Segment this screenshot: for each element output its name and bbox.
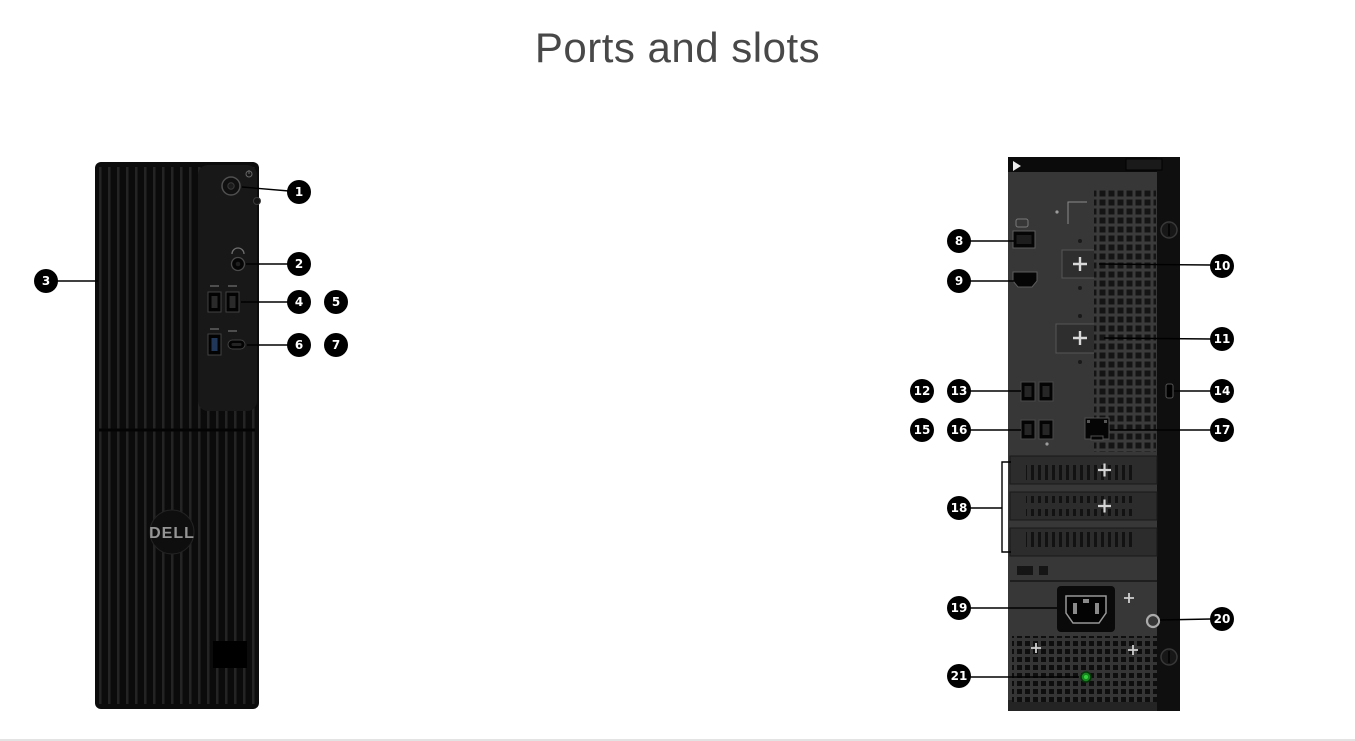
plate-screw-cross [1073,257,1087,271]
callout-14: 14 [1210,379,1234,403]
callout-16: 16 [947,418,971,442]
dell-logo-circle [149,509,195,555]
padlock-ring-icon [1145,613,1161,629]
plate-screw-cross [1073,331,1087,345]
callout-12: 12 [910,379,934,403]
callout-5: 5 [324,290,348,314]
callout-9: 9 [947,269,971,293]
callout-13: 13 [947,379,971,403]
psu-vent-mesh [1012,636,1157,702]
hdmi-port-icon [1012,271,1038,288]
callout-10: 10 [1210,254,1234,278]
back-view-illustration [1008,157,1180,711]
rear-vent-grid [1094,190,1156,452]
power-button-center [227,182,235,190]
usb-icon [210,328,219,330]
page-bottom-divider [0,739,1355,741]
callout-18: 18 [947,496,971,520]
callout-8: 8 [947,229,971,253]
callout-7: 7 [324,333,348,357]
orientation-mark [1013,161,1021,171]
front-port-panel [198,165,257,411]
callout-4: 4 [287,290,311,314]
back-bottom-edge [1008,700,1157,711]
callout-17: 17 [1210,418,1234,442]
usb-icon [228,330,237,332]
callout-6: 6 [287,333,311,357]
page-title: Ports and slots [534,24,821,71]
callout-2: 2 [287,252,311,276]
front-screw [253,197,261,205]
displayport-icon [1015,218,1029,228]
callout-1: 1 [287,180,311,204]
release-latch [1125,158,1163,171]
callout-21: 21 [947,664,971,688]
slot-screw-cross [1098,499,1111,513]
front-bottom-label [213,641,247,668]
psu-screw-cross [1128,645,1138,655]
psu-screw-cross [1031,643,1041,653]
front-view-illustration: DELL [95,162,261,709]
io-shield-line [1067,201,1087,224]
slot-screw-cross [1098,463,1111,477]
callout-19: 19 [947,596,971,620]
callout-20: 20 [1210,607,1234,631]
dell-logo: DELL [149,525,195,542]
back-right-edge [1157,157,1180,711]
psu-screw-cross [1124,593,1134,603]
callout-15: 15 [910,418,934,442]
callout-11: 11 [1210,327,1234,351]
usb-icon [210,285,219,287]
callout-leader-lines [57,186,1212,678]
usb-icon [228,285,237,287]
callout-3: 3 [34,269,58,293]
security-lock-slot-icon [1165,383,1174,399]
headset-icon [231,247,245,255]
